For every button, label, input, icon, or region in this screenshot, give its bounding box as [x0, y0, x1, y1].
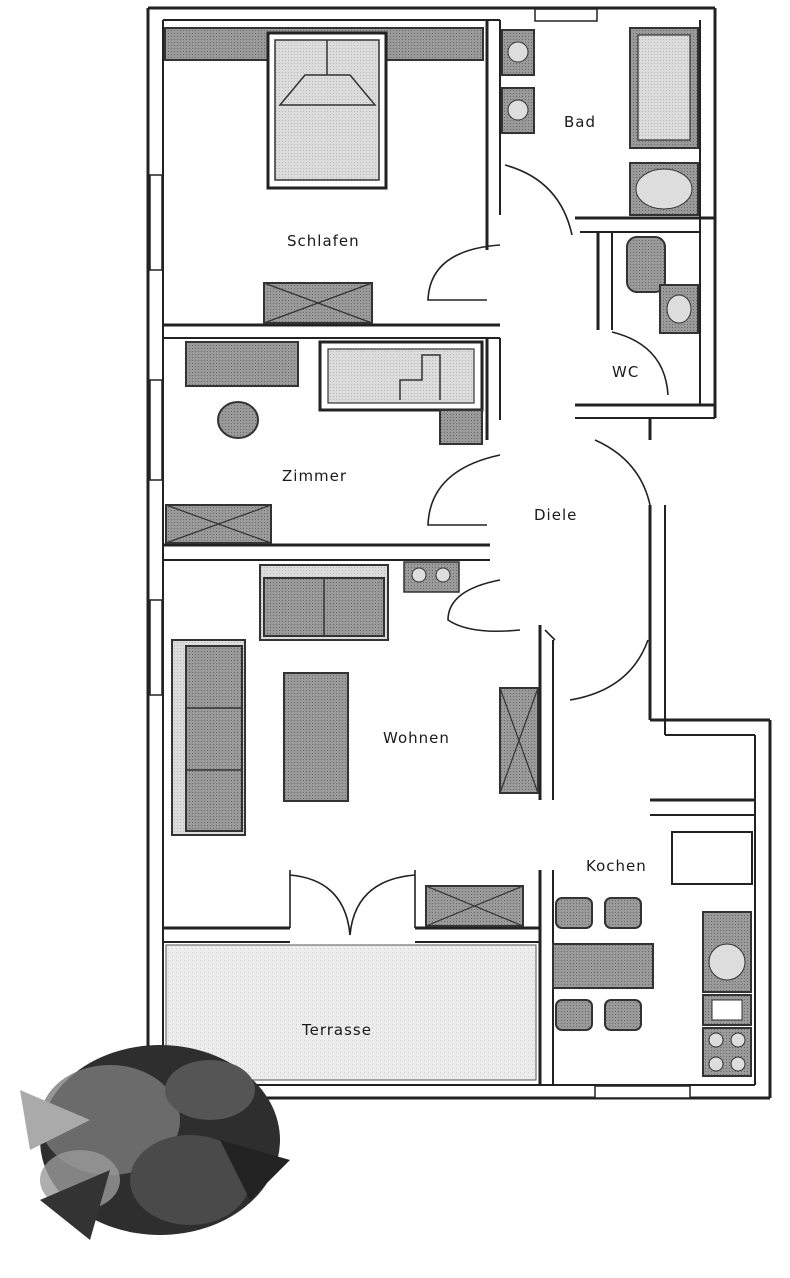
room-furniture: [165, 340, 484, 544]
doors: [289, 164, 669, 936]
wc-furniture: [626, 236, 699, 334]
windows: [149, 8, 691, 1099]
bedroom-furniture: [164, 27, 484, 324]
terrace-area: [165, 944, 537, 1081]
room-label-wohnen: Wohnen: [383, 729, 450, 747]
room-label-diele: Diele: [534, 506, 577, 524]
living-furniture: [171, 561, 539, 927]
room-label-zimmer: Zimmer: [282, 467, 347, 485]
room-label-bad: Bad: [564, 113, 596, 131]
plant-decoration: [20, 1045, 290, 1240]
outer-walls: [146, 6, 772, 1100]
bathroom-furniture: [501, 27, 699, 216]
room-label-schlafen: Schlafen: [287, 232, 360, 250]
room-label-kochen: Kochen: [586, 857, 647, 875]
room-label-terrasse: Terrasse: [301, 1021, 372, 1039]
kitchen-furniture: [552, 831, 753, 1077]
room-label-wc: WC: [612, 363, 639, 381]
interior-walls: [163, 20, 755, 1085]
